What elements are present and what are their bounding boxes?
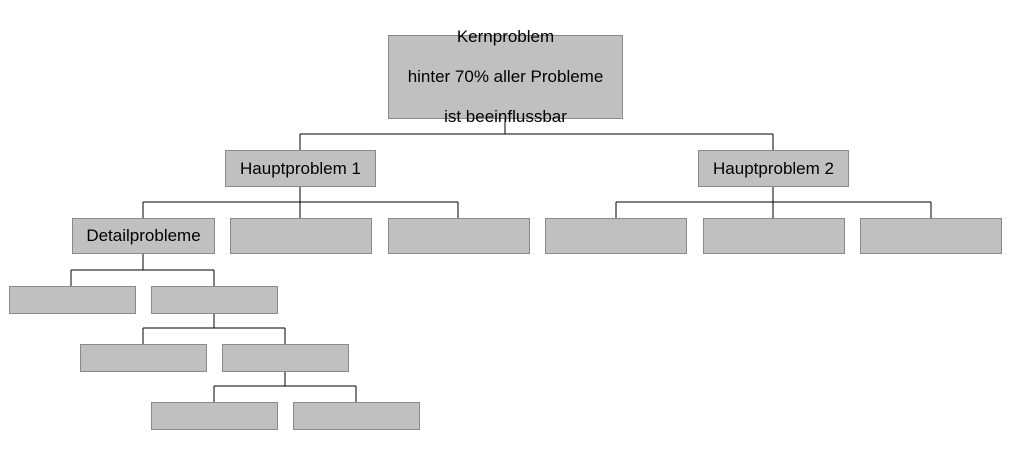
- core-problem-line-2: hinter 70% aller Probleme: [407, 67, 604, 86]
- core-problem-box: Kernproblem hinter 70% aller Probleme is…: [388, 27, 623, 126]
- empty-problem-box: [230, 218, 372, 254]
- empty-problem-box: [9, 286, 136, 314]
- empty-problem-box: [388, 218, 530, 254]
- core-problem-line-3: ist beeinflussbar: [444, 107, 567, 126]
- empty-problem-box: [151, 286, 278, 314]
- empty-problem-box: [222, 344, 349, 372]
- main-problem-1-box: Hauptproblem 1: [225, 150, 376, 187]
- empty-problem-box: [545, 218, 687, 254]
- connector-detail-to-sub: [70, 253, 215, 287]
- core-problem-label: Kernproblem hinter 70% aller Probleme is…: [408, 7, 604, 147]
- main-problem-1-label: Hauptproblem 1: [240, 158, 361, 178]
- connector-sub-to-sub2: [142, 313, 286, 345]
- empty-problem-box: [80, 344, 207, 372]
- empty-problem-box: [860, 218, 1002, 254]
- connector-main2-to-details: [615, 186, 932, 219]
- main-problem-2-box: Hauptproblem 2: [698, 150, 849, 187]
- empty-problem-box: [151, 402, 278, 430]
- connector-main1-to-details: [142, 186, 459, 219]
- empty-problem-box: [703, 218, 845, 254]
- connector-sub2-to-sub3: [213, 371, 357, 403]
- empty-problem-box: [293, 402, 420, 430]
- detail-problems-label: Detailprobleme: [86, 226, 201, 245]
- core-problem-line-1: Kernproblem: [456, 27, 555, 46]
- detail-problems-box: Detailprobleme: [72, 218, 215, 254]
- main-problem-2-label: Hauptproblem 2: [713, 158, 834, 178]
- connector-root-to-main: [299, 118, 774, 151]
